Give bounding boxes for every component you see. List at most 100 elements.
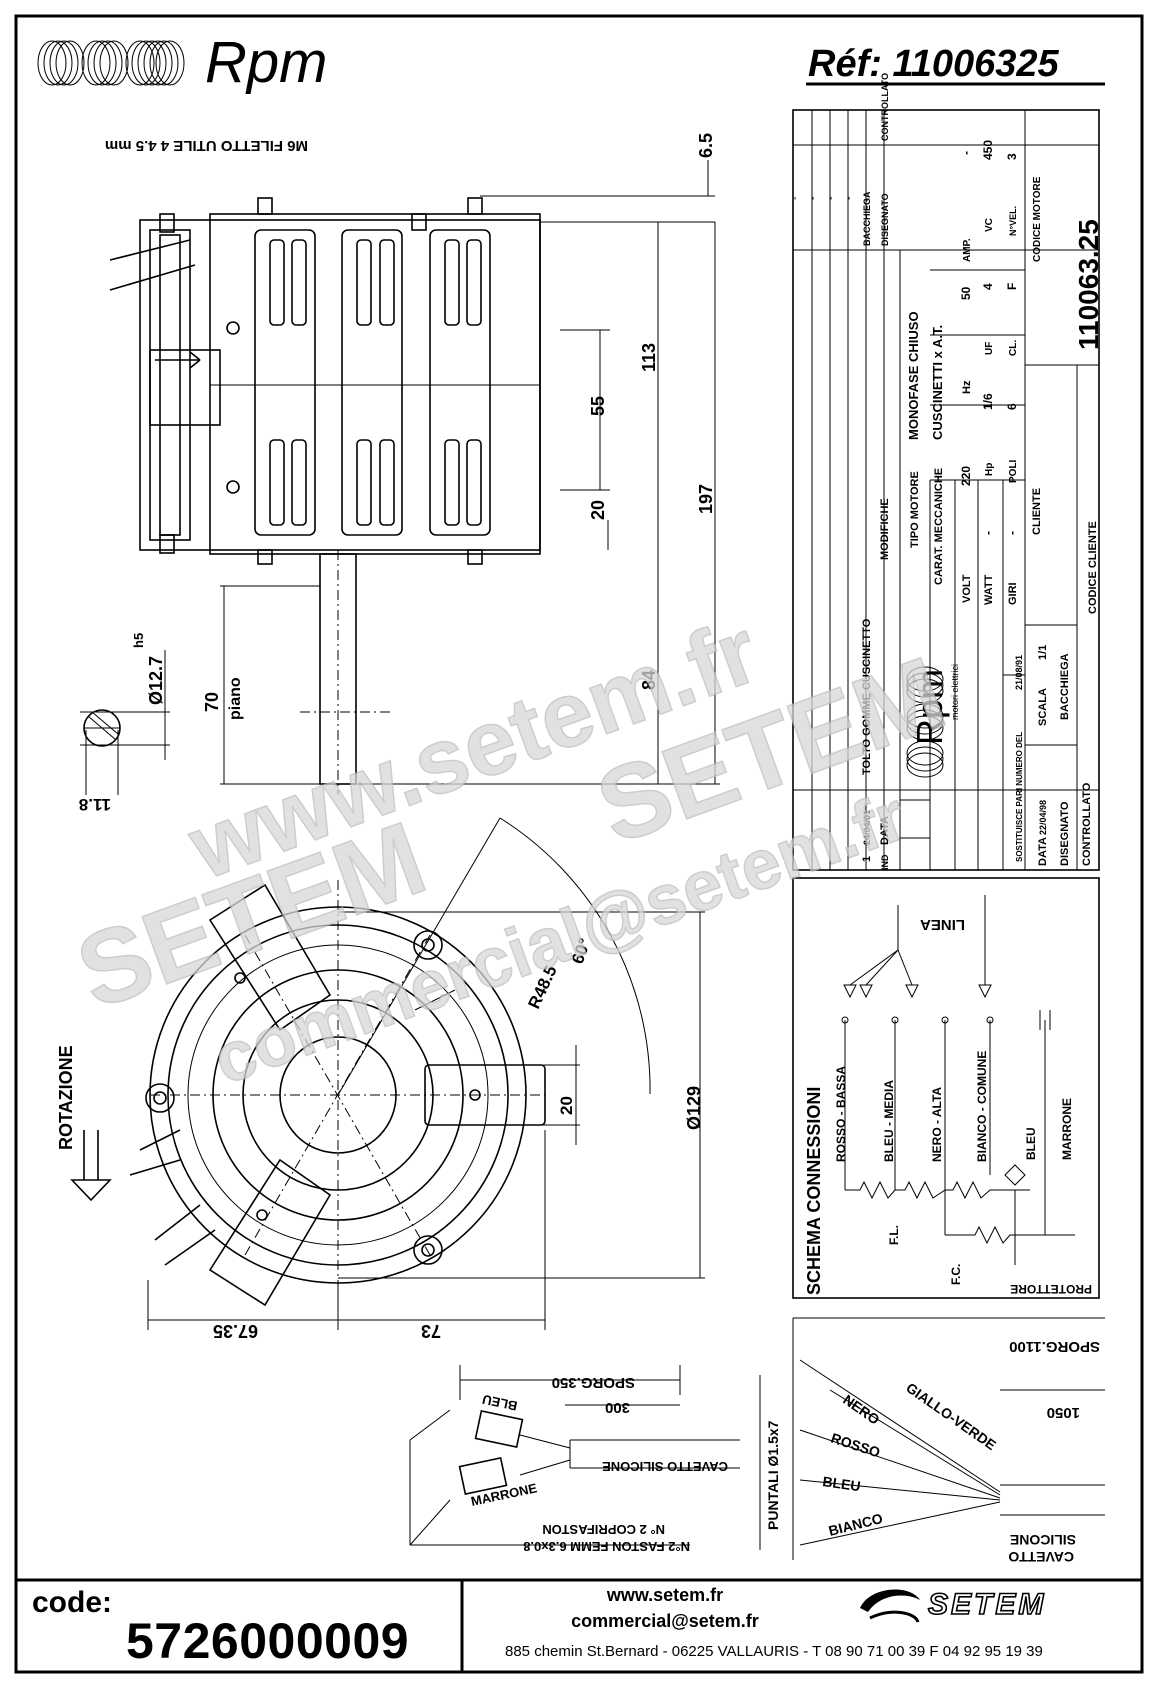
code-value: 5726000009 (126, 1613, 410, 1669)
volt-label: VOLT (961, 574, 973, 603)
nvel-label: N°VEL. (1008, 206, 1018, 236)
sostituisce-label: SOSTITUISCE PARI NUMERO DEL (1015, 732, 1024, 862)
hp-label: Hp (984, 463, 995, 476)
hz-label: Hz (961, 380, 973, 394)
dim-20-front: 20 (557, 1096, 576, 1115)
dim-300: 300 (605, 1399, 630, 1416)
rev-header-data: DATA (879, 816, 891, 845)
address: 885 chemin St.Bernard - 06225 VALLAURIS … (505, 1643, 1043, 1660)
uf-value: 4 (981, 283, 995, 290)
nvel-value: 3 (1005, 153, 1019, 160)
amp-value: - (959, 151, 973, 155)
dim-6-5: 6.5 (696, 133, 716, 158)
connection-schema: SCHEMA CONNESSIONI LINEA ROSSO - BASSA B… (792, 877, 1100, 1299)
hz-value: 50 (959, 286, 973, 300)
wire-bleu: BLEU (1024, 1127, 1038, 1160)
front-view-dimensions (147, 817, 705, 1330)
wire-bianco: BIANCO (827, 1510, 885, 1539)
dim-1050: 1050 (1047, 1404, 1080, 1421)
rev-header-ind: IND (880, 854, 890, 870)
dash-3: - (807, 196, 819, 200)
motor-side-view (109, 197, 541, 795)
dim-84: 84 (639, 670, 659, 690)
rev-modification: TOLTO GOMME CUSCINETTO (861, 618, 873, 775)
cl-value: F (1005, 283, 1019, 290)
wire-nero: NERO (840, 1391, 882, 1427)
contact-block: www.setem.fr commercial@setem.fr (560, 1582, 770, 1634)
wire-bleu-right: BLEU (822, 1473, 862, 1494)
fl-label: F.L. (887, 1225, 901, 1245)
dash-4: - (789, 196, 801, 200)
puntali-label: PUNTALI Ø1.5x7 (765, 1420, 781, 1530)
rotation-label: ROTAZIONE (56, 1045, 76, 1150)
schema-title: SCHEMA CONNESSIONI (804, 1087, 824, 1295)
dim-197: 197 (696, 484, 716, 514)
poli-value: 6 (1005, 403, 1019, 410)
dim-11-8: 11.8 (79, 795, 111, 814)
approval-block: SOSTITUISCE PARI NUMERO DEL 21/08/91 DAT… (899, 645, 1093, 866)
vc-label: VC (984, 218, 995, 232)
rpm-small-sub: motori elettrici (950, 664, 960, 720)
cable-diagram-right: SPORG.1100 1050 PUNTALI Ø1.5x7 GIALLO-VE… (759, 1317, 1105, 1565)
tipo-motore-label: TIPO MOTORE (909, 471, 921, 548)
wire-marrone: MARRONE (1060, 1098, 1074, 1160)
cliente-label: CLIENTE (1031, 488, 1043, 535)
rotation-arrow (70, 1130, 112, 1202)
dim-73: 73 (421, 1321, 441, 1341)
cavetto-silicone: CAVETTO SILICONE (602, 1459, 728, 1474)
giri-value: - (1005, 531, 1019, 535)
disegnato-value: BACCHIEGA (1059, 653, 1071, 720)
rev-header-modifiche: MODIFICHE (879, 498, 891, 560)
dim-20-top: 20 (588, 500, 608, 520)
wire-rosso-bassa: ROSSO - BASSA (834, 1066, 848, 1162)
cavetto-label: CAVETTO (1008, 1549, 1074, 1565)
uf-label: UF (984, 342, 995, 355)
scala-label: SCALA (1037, 688, 1049, 726)
wire-nero-alta: NERO - ALTA (930, 1087, 944, 1162)
sostituisce-date: 21/08/91 (1014, 655, 1024, 690)
dash-2: - (825, 196, 837, 200)
codice-motore-label: CODICE MOTORE (1032, 176, 1043, 262)
giri-label: GIRI (1007, 582, 1019, 605)
website-link[interactable]: www.setem.fr (606, 1585, 724, 1605)
disegnato-label: DISEGNATO (1059, 801, 1071, 866)
rpm-logo-coils (37, 40, 185, 86)
wire-bleu-media: BLEU - MEDIA (882, 1080, 896, 1162)
brand-rpm: Rpm (205, 30, 327, 95)
rev-date: 24/04/01 (862, 810, 872, 845)
watt-value: - (981, 531, 995, 535)
motor-specs: TIPO MOTORE MONOFASE CHIUSO CARAT. MECCA… (906, 140, 1104, 614)
data-label: DATA (1037, 837, 1049, 866)
diameter-129: Ø129 (684, 1086, 704, 1130)
dim-55: 55 (588, 396, 608, 416)
shaft-diameter: Ø12.7 (146, 656, 166, 705)
title-block (792, 109, 1100, 871)
reference-number: Réf: 11006325 (808, 43, 1060, 85)
rpm-logo-small: Rpm motori elettrici (906, 664, 960, 778)
setem-logo-text: SETEM (928, 1588, 1046, 1621)
dim-70: 70 (202, 692, 222, 712)
rpm-small-brand: Rpm (909, 669, 950, 745)
top-view-dimensions (80, 160, 720, 795)
code-label: code: (32, 1586, 113, 1619)
wire-bianco-comune: BIANCO - COMUNE (975, 1051, 989, 1162)
thread-note: M6 FILETTO UTILE 4 4.5 mm (105, 137, 308, 154)
cap-marrone: MARRONE (470, 1480, 539, 1509)
scala-value: 1/1 (1037, 645, 1049, 660)
carat-label: CARAT. MECCANICHE (933, 468, 945, 585)
wire-giallo-verde: GIALLO-VERDE (903, 1379, 999, 1453)
email-link[interactable]: commercial@setem.fr (571, 1611, 759, 1631)
carat-value: CUSCINETTI x A.T. (930, 325, 945, 440)
rev-ind: 1 (861, 856, 873, 862)
controllato-label: CONTROLLATO (1081, 782, 1093, 866)
watt-label: WATT (983, 574, 995, 605)
setem-logo: SETEM (860, 1587, 1046, 1623)
hp-value: 1/6 (981, 393, 995, 410)
fc-label: F.C. (949, 1264, 963, 1285)
cl-label: CL. (1008, 340, 1019, 356)
volt-value: 220 (959, 466, 973, 486)
coprifaston-label: N° 2 COPRIFASTON (542, 1522, 665, 1537)
sheet-border (14, 14, 1144, 1674)
shaft-tolerance: h5 (131, 633, 146, 648)
